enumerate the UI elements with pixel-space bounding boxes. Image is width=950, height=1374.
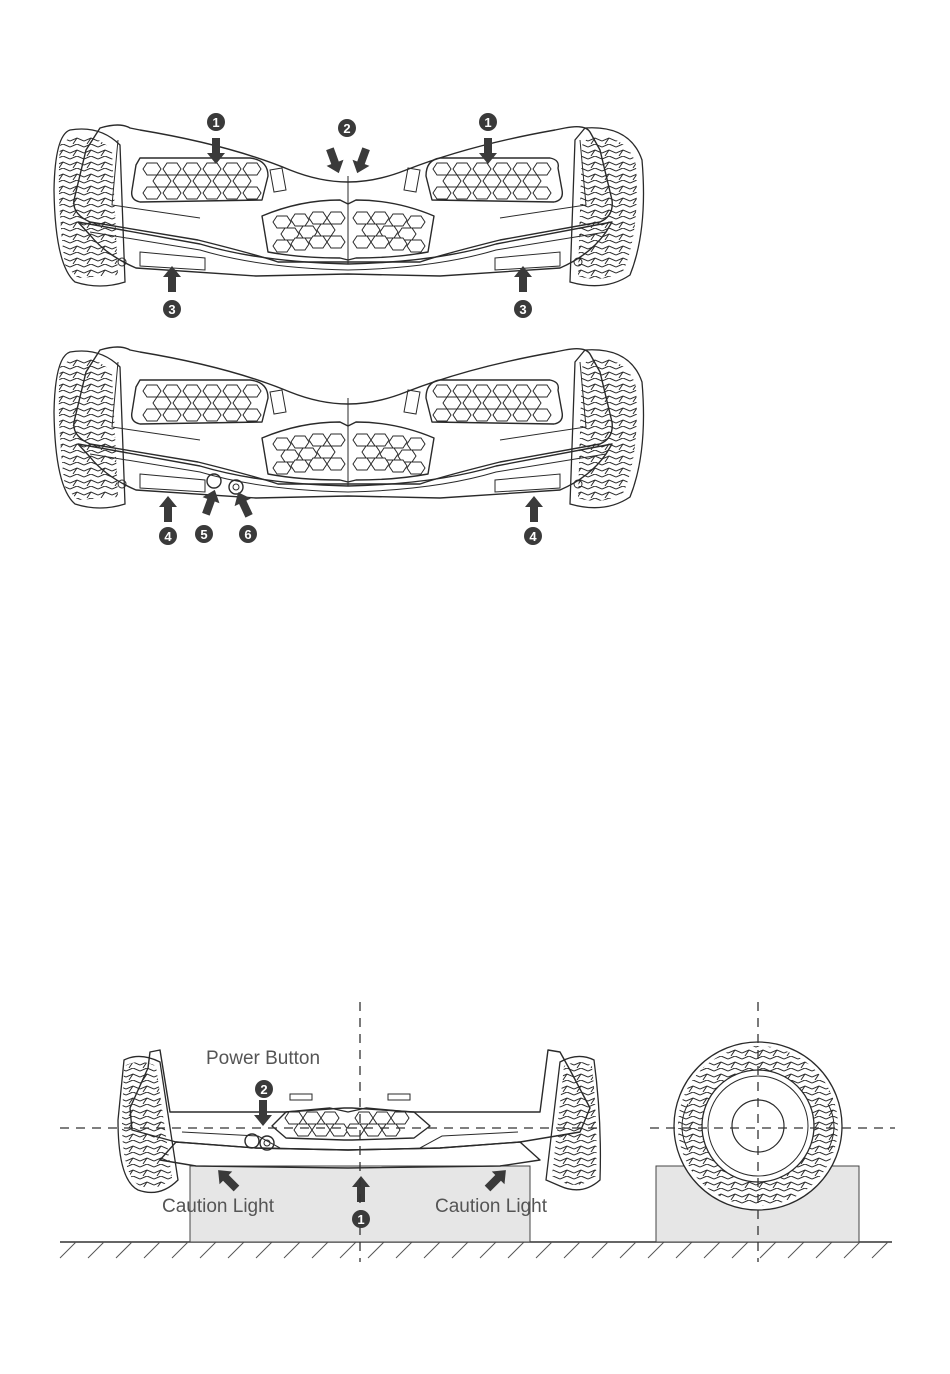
hoverboard-top-view — [54, 125, 644, 292]
callout-number: 1 — [357, 1212, 364, 1227]
callout-2-top: 2 — [338, 119, 356, 137]
power-button-icon — [229, 480, 243, 494]
callout-1-bottom: 1 — [352, 1210, 370, 1228]
hoverboard-bottom-view — [54, 347, 644, 522]
callout-4-right: 4 — [524, 527, 542, 545]
callout-number: 5 — [200, 527, 207, 542]
callout-number: 4 — [164, 529, 172, 544]
callout-number: 4 — [529, 529, 537, 544]
callout-number: 1 — [212, 115, 219, 130]
callout-5: 5 — [195, 525, 213, 543]
power-button-label: Power Button — [206, 1048, 320, 1070]
callout-4-left: 4 — [159, 527, 177, 545]
callout-number: 2 — [343, 121, 350, 136]
callout-3-left: 3 — [163, 300, 181, 318]
callout-number: 2 — [260, 1082, 267, 1097]
callout-1-left-top: 1 — [207, 113, 225, 131]
callout-number: 1 — [484, 115, 491, 130]
caution-light-label-right: Caution Light — [435, 1196, 547, 1218]
callout-number: 6 — [244, 527, 251, 542]
callout-number: 3 — [519, 302, 526, 317]
callout-1-right-top: 1 — [479, 113, 497, 131]
callout-number: 3 — [168, 302, 175, 317]
callout-2-bottom: 2 — [255, 1080, 273, 1098]
caution-light-label-left: Caution Light — [162, 1196, 274, 1218]
callout-6: 6 — [239, 525, 257, 543]
callout-3-right: 3 — [514, 300, 532, 318]
